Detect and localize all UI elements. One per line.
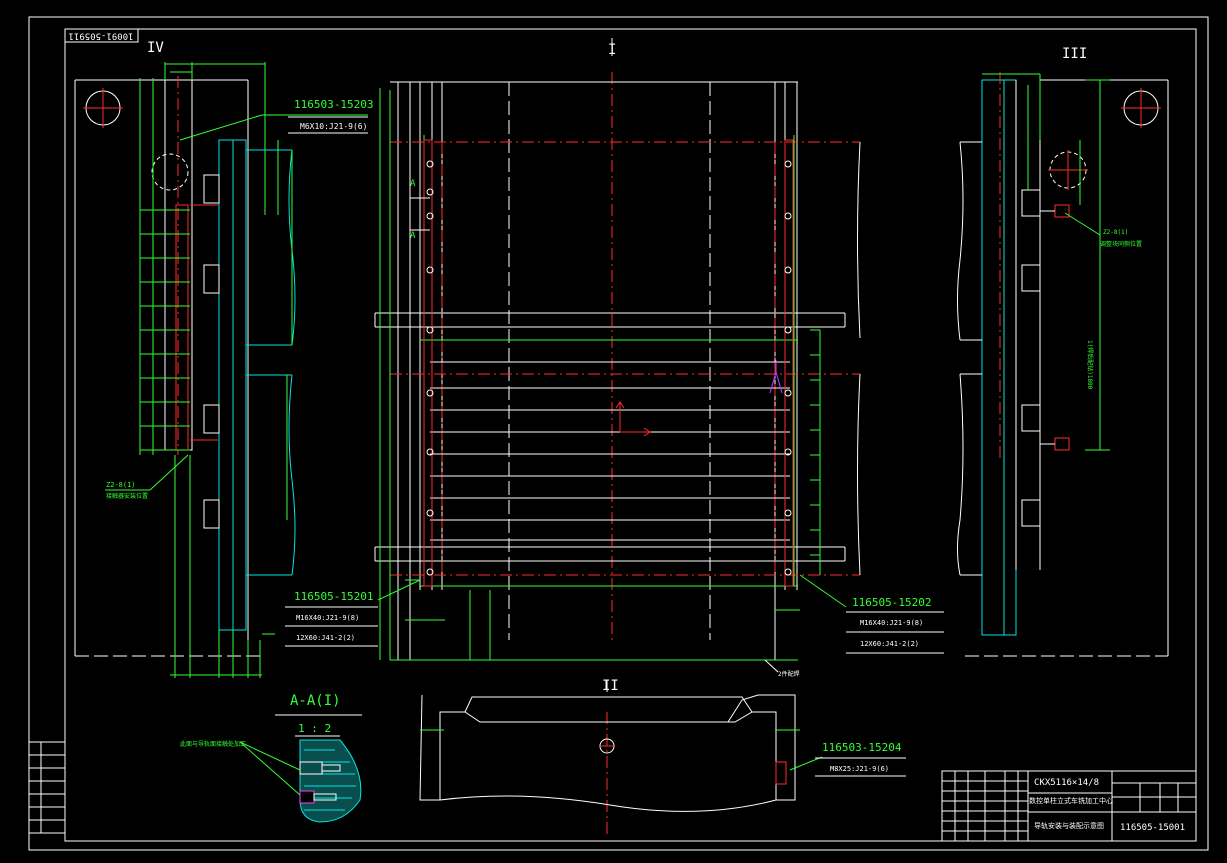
- view-label-iii: III: [1062, 46, 1087, 62]
- right-note2: 调整块同侧位置: [1100, 240, 1142, 248]
- drawing-number: 116505-15001: [1120, 823, 1185, 833]
- callout3-spec1: M16X40:J21-9(8): [860, 619, 923, 627]
- callout2-spec1: M16X40:J21-9(8): [296, 614, 359, 622]
- product-name: 数控单柱立式车铣加工中心: [1029, 796, 1113, 805]
- bottom-note: 2件配焊: [778, 670, 800, 678]
- left-note: Z2-8(1): [106, 481, 136, 489]
- view-label-iv: IV: [147, 40, 164, 56]
- section-mark-a1: A: [410, 179, 416, 189]
- right-note: Z2-8(1): [1103, 229, 1128, 236]
- callout3-part: 116505-15202: [852, 596, 931, 609]
- section-scale: 1 : 2: [298, 722, 331, 735]
- section-note: 此面与导轨面接触处加工: [180, 740, 246, 748]
- outer-border: [28, 16, 1209, 851]
- callout2-part: 116505-15201: [294, 590, 373, 603]
- frame-number: 10091-505911: [68, 31, 133, 41]
- title-block: [941, 770, 1197, 842]
- inner-border: [64, 28, 1197, 842]
- right-view: [957, 72, 1169, 657]
- left-view: [74, 62, 368, 678]
- section-title: A-A(I): [290, 693, 341, 709]
- callout4-spec: M8X25:J21-9(6): [830, 765, 889, 773]
- view-ii: [419, 680, 823, 835]
- callout2-spec2: 12X60:J41-2(2): [296, 634, 355, 642]
- view-label-i: I: [608, 42, 616, 58]
- callout4-part: 116503-15204: [822, 741, 902, 754]
- left-note2: 接触器安装位置: [106, 492, 148, 500]
- frame-number-box: [64, 28, 139, 43]
- model-number: CKX5116×14/8: [1034, 778, 1099, 788]
- callout3-spec2: 12X60:J41-2(2): [860, 640, 919, 648]
- section-aa: [239, 714, 362, 823]
- view-label-ii: II: [602, 678, 619, 694]
- rail-length: 1(焊后配钻)1800: [1086, 340, 1094, 390]
- callout1-part: 116503-15203: [294, 98, 373, 111]
- drawing-name: 导轨安装与装配示意图: [1034, 821, 1104, 830]
- center-view: [374, 38, 861, 673]
- section-mark-a2: A: [410, 231, 416, 241]
- callout1-spec: M6X10:J21-9(6): [300, 122, 367, 131]
- revision-block: [28, 741, 66, 834]
